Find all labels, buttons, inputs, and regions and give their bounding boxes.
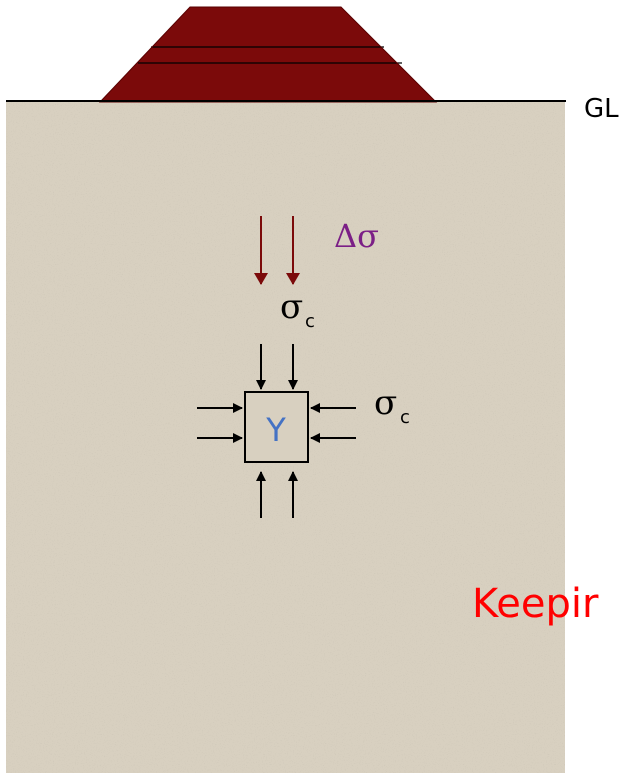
- element-label: Y: [265, 411, 286, 449]
- sigma-subscript: c: [305, 311, 315, 332]
- sigma-symbol: σ: [374, 383, 397, 423]
- caption-text: Keepir: [472, 581, 599, 627]
- embankment-icon: [100, 7, 436, 102]
- delta-sigma-label: Δσ: [334, 217, 379, 255]
- sigma-subscript: c: [400, 407, 410, 428]
- ground-level-label: GL: [584, 94, 619, 124]
- sigma-symbol: σ: [280, 287, 303, 327]
